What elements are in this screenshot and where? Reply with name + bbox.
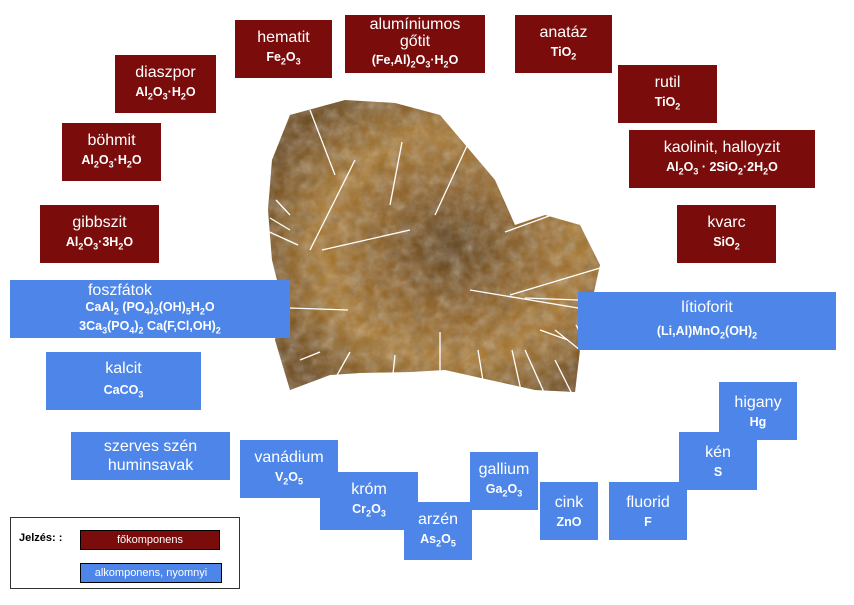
mineral-kaolinit-halloyzit: kaolinit, halloyzit Al2O3 · 2SiO2·2H2O xyxy=(629,130,815,188)
legend-label: Jelzés: : xyxy=(19,532,63,544)
mineral-rutil: rutil TiO2 xyxy=(618,65,717,123)
mineral-kalcit: kalcit CaCO3 xyxy=(46,352,201,410)
mineral-kvarc: kvarc SiO2 xyxy=(677,205,776,263)
legend-minor-swatch: alkomponens, nyomnyi xyxy=(80,563,222,583)
mineral-litioforit: lítioforit (Li,Al)MnO2(OH)2 xyxy=(578,292,836,350)
mineral-higany: higany Hg xyxy=(719,382,797,440)
legend: Jelzés: : főkomponens alkomponens, nyomn… xyxy=(10,517,240,589)
mineral-vanadium: vanádium V2O5 xyxy=(240,440,338,498)
mineral-fluorid: fluorid F xyxy=(609,482,687,540)
mineral-cink: cink ZnO xyxy=(540,482,598,540)
mineral-ken: kén S xyxy=(679,432,757,490)
mineral-bohmit: böhmit Al2O3·H2O xyxy=(62,123,161,181)
mineral-krom: króm Cr2O3 xyxy=(320,472,418,530)
legend-major-swatch: főkomponens xyxy=(80,530,220,550)
mineral-hematit: hematit Fe2O3 xyxy=(235,20,332,78)
mineral-szerves-szen: szerves szén huminsavak xyxy=(71,432,230,480)
mineral-aluminiumos-gotit: alumíniumos gőtit (Fe,Al)2O3·H2O xyxy=(345,15,485,73)
connector-lines xyxy=(264,109,601,456)
mineral-diaszpor: diaszpor Al2O3·H2O xyxy=(115,55,216,113)
mineral-gallium: gallium Ga2O3 xyxy=(470,452,538,510)
mineral-gibbszit: gibbszit Al2O3·3H2O xyxy=(40,205,159,263)
mineral-anataz: anatáz TiO2 xyxy=(515,15,612,73)
mineral-arzen: arzén As2O5 xyxy=(404,502,472,560)
